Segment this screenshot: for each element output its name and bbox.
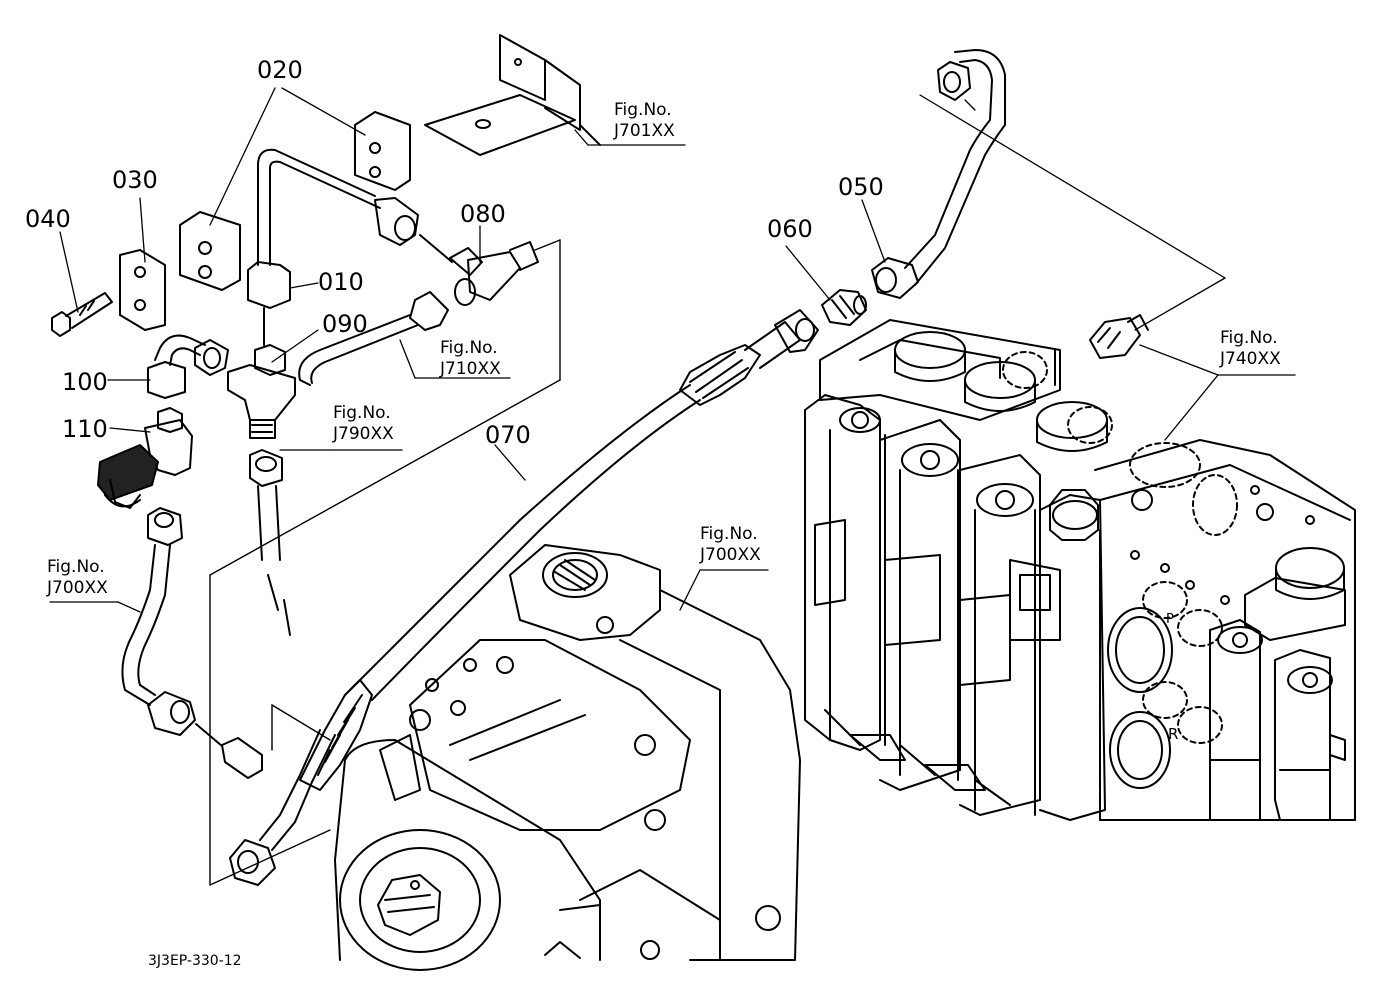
figure-ref-j710-line1: Fig.No. — [440, 338, 498, 358]
figure-ref-j740-line2: J740XX — [1220, 349, 1281, 370]
hydraulic-pump-body — [334, 544, 801, 971]
reference-box-lines — [209, 239, 561, 886]
figure-ref-j700-center-line2: J700XX — [700, 545, 761, 566]
drawing-code: 3J3EP-330-12 — [148, 953, 242, 969]
tee-fitting-080 — [419, 234, 539, 306]
port-mark-p: P — [1166, 612, 1174, 627]
tee-fitting-center — [227, 344, 296, 439]
clamp-block-lower — [179, 211, 241, 291]
figure-ref-j700-center: Fig.No. J700XX — [700, 524, 761, 567]
part-label-030: 030 — [112, 166, 158, 194]
figure-ref-j790: Fig.No. J790XX — [333, 403, 394, 446]
part-label-010: 010 — [318, 268, 364, 296]
part-label-100: 100 — [62, 368, 108, 396]
part-label-020: 020 — [257, 56, 303, 84]
figure-ref-j700-left: Fig.No. J700XX — [47, 557, 108, 600]
figure-ref-j740-line1: Fig.No. — [1220, 328, 1278, 348]
figure-ref-j790-line1: Fig.No. — [333, 403, 391, 423]
part-label-070: 070 — [485, 421, 531, 449]
pipe-part-010 — [247, 148, 419, 346]
figure-ref-j700-left-line2: J700XX — [47, 578, 108, 599]
figure-ref-j790-line2: J790XX — [333, 424, 394, 445]
hose-part-070 — [229, 309, 819, 886]
figure-ref-j700-center-line1: Fig.No. — [700, 524, 758, 544]
figure-ref-j710: Fig.No. J710XX — [440, 338, 501, 381]
part-label-050: 050 — [838, 173, 884, 201]
part-label-090: 090 — [322, 310, 368, 338]
control-valve-bank — [804, 319, 1356, 821]
lower-pipe — [249, 449, 291, 636]
bolt-part — [51, 292, 113, 337]
plate-part — [119, 249, 166, 331]
pipe-j700-left — [121, 507, 263, 779]
part-label-060: 060 — [767, 215, 813, 243]
part-label-110: 110 — [62, 415, 108, 443]
figure-ref-j710-line2: J710XX — [440, 359, 501, 380]
figure-ref-j740: Fig.No. J740XX — [1220, 328, 1281, 371]
bracket-part — [424, 34, 601, 156]
elbow-fitting-100 — [147, 334, 229, 399]
adapter-j740 — [1089, 314, 1149, 359]
test-coupler-110 — [97, 407, 193, 509]
part-label-040: 040 — [25, 205, 71, 233]
part-label-080: 080 — [460, 200, 506, 228]
figure-ref-j701: Fig.No. J701XX — [614, 100, 675, 143]
leader-lines — [49, 87, 1296, 613]
port-mark-r: R — [1168, 725, 1179, 743]
figure-ref-j700-left-line1: Fig.No. — [47, 557, 105, 577]
figure-ref-j701-line2: J701XX — [614, 121, 675, 142]
adapter-060 — [821, 289, 867, 326]
figure-ref-j701-line1: Fig.No. — [614, 100, 672, 120]
clamp-block-upper — [354, 111, 411, 191]
pipe-part-090 — [298, 291, 449, 386]
nut-050 — [871, 49, 1006, 299]
